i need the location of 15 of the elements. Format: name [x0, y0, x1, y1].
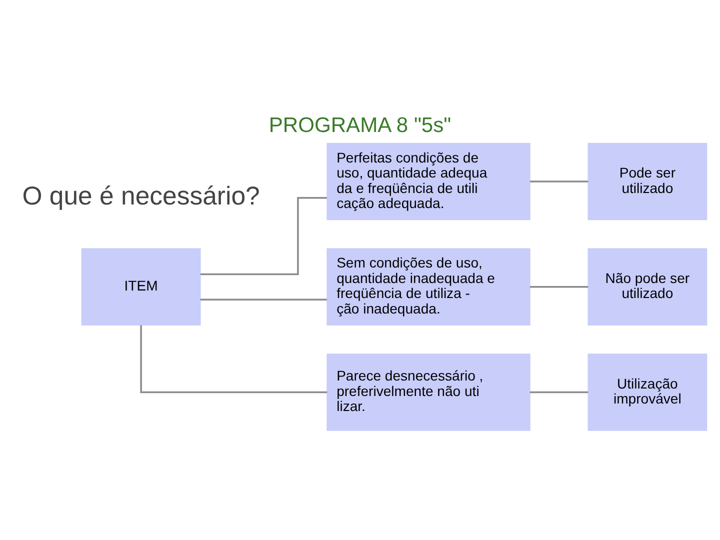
node-box: Sem condições de uso, quantidade inadequada e freqüência de utiliza - ção inadequada.: [326, 248, 530, 326]
connector: [530, 180, 588, 182]
node-box: Pode ser utilizado: [588, 142, 708, 220]
connector: [200, 196, 327, 275]
connector: [140, 324, 328, 393]
label: O que é necessário?: [22, 182, 260, 210]
node-box: Perfeitas condições de uso, quantidade adequa da e freqüência de utili cação adequada.: [326, 142, 530, 220]
node-box: Utilização improvável: [588, 353, 708, 430]
node-box: ITEM: [81, 248, 201, 326]
node-box: Parece desnecessário , preferivelmente não uti lizar.: [326, 353, 530, 430]
node-box: Não pode ser utilizado: [588, 248, 708, 326]
connector: [200, 298, 327, 300]
connector: [530, 286, 588, 288]
diagram-title: PROGRAMA 8 "5s": [268, 114, 452, 137]
connector: [530, 390, 588, 393]
